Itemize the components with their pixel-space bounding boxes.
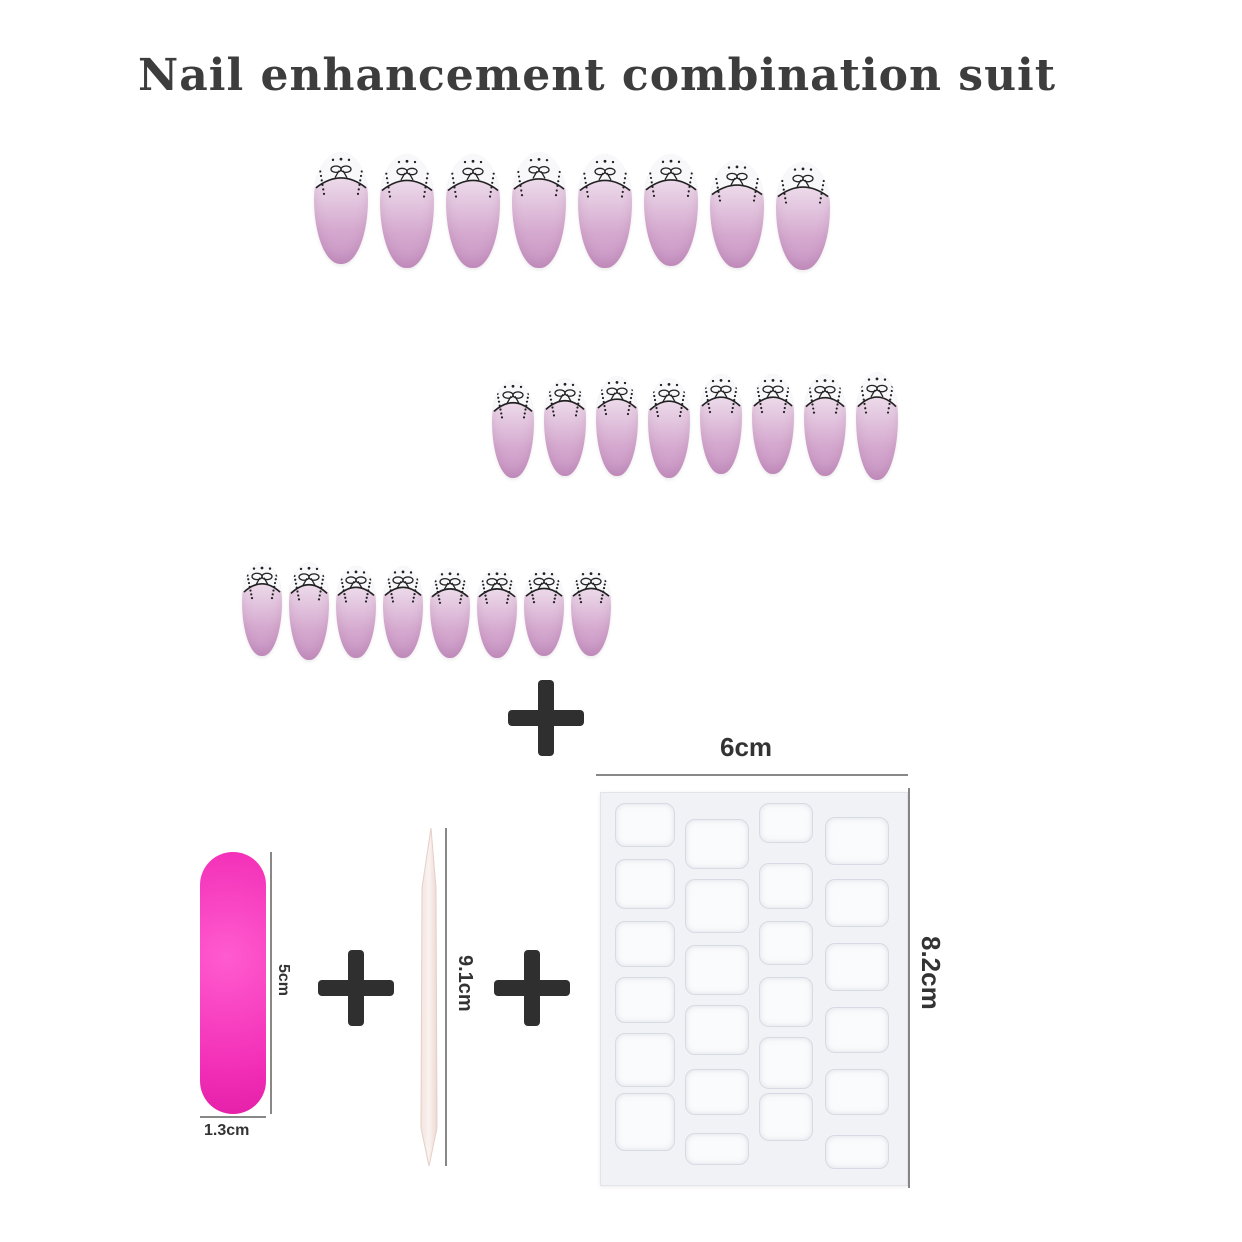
press-on-nail [492,380,534,478]
adhesive-tab [685,819,749,869]
adhesive-tab [825,1069,889,1115]
nail-row-2 [492,372,912,502]
stick-length-label: 9.1cm [454,955,476,1012]
file-length-line [270,852,272,1114]
file-width-line [200,1116,266,1118]
nail-row-1 [314,152,834,282]
adhesive-tab [685,1005,749,1055]
adhesive-tab [759,803,813,843]
press-on-nail [289,562,329,660]
plus-icon [494,950,570,1026]
press-on-nail [524,568,564,656]
sheet-width-label: 6cm [720,732,773,762]
page-title: Nail enhancement combination suit [138,50,1057,101]
adhesive-tab [615,1093,675,1151]
press-on-nail [430,568,470,658]
adhesive-tab [685,879,749,933]
press-on-nail [710,160,764,268]
press-on-nail [644,154,698,266]
adhesive-tab [685,945,749,995]
cuticle-stick [420,828,438,1166]
file-length-label: 5cm [275,964,292,997]
press-on-nail [804,374,846,476]
press-on-nail [383,566,423,658]
press-on-nail [648,378,690,478]
press-on-nail [380,154,434,268]
sheet-height-line [908,788,910,1188]
adhesive-tab [615,921,675,967]
adhesive-tab-sheet [600,792,908,1186]
press-on-nail [571,568,611,656]
press-on-nail [700,374,742,474]
adhesive-tab [825,879,889,927]
file-width-label: 1.3cm [204,1122,250,1139]
press-on-nail [596,376,638,476]
stick-length-line [445,828,447,1166]
adhesive-tab [685,1069,749,1115]
adhesive-tab [615,803,675,847]
press-on-nail [776,162,830,270]
adhesive-tab [825,817,889,865]
nail-file [200,852,266,1114]
adhesive-tab [685,1133,749,1165]
adhesive-tab [825,1135,889,1169]
press-on-nail [314,152,368,264]
adhesive-tab [615,977,675,1023]
adhesive-tab [759,977,813,1027]
sheet-width-line [596,774,908,776]
adhesive-tab [759,1093,813,1141]
adhesive-tab [825,1007,889,1053]
plus-icon [508,680,584,756]
press-on-nail [578,154,632,268]
press-on-nail [446,154,500,268]
adhesive-tab [759,1037,813,1089]
nail-row-3 [242,562,612,692]
adhesive-tab [759,863,813,909]
press-on-nail [544,378,586,476]
plus-icon [318,950,394,1026]
press-on-nail [336,566,376,658]
press-on-nail [856,372,898,480]
adhesive-tab [825,943,889,991]
adhesive-tab [759,921,813,965]
sheet-height-label: 8.2cm [916,936,946,1010]
adhesive-tab [615,859,675,909]
press-on-nail [477,568,517,658]
adhesive-tab [615,1033,675,1087]
press-on-nail [752,374,794,474]
press-on-nail [512,152,566,268]
press-on-nail [242,562,282,656]
